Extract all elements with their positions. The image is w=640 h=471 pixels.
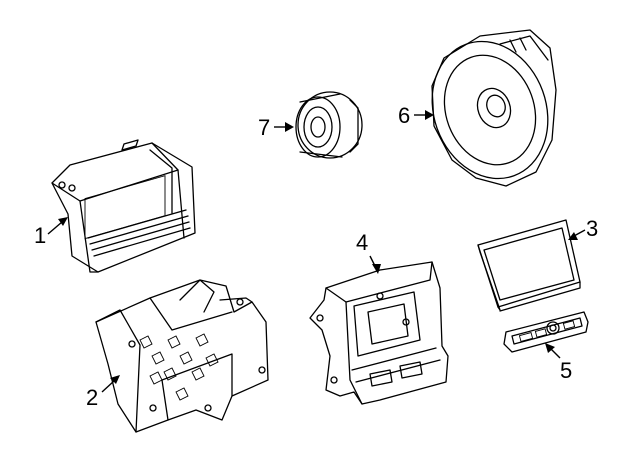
part-3-display-screen bbox=[477, 219, 581, 312]
callout-label-7: 7 bbox=[258, 115, 270, 140]
part-6-speaker bbox=[431, 29, 557, 187]
callout-label-5: 5 bbox=[560, 358, 572, 383]
part-7-tweeter bbox=[295, 91, 363, 159]
callout-label-3: 3 bbox=[586, 216, 598, 241]
callout-4: 4 bbox=[356, 230, 381, 274]
part-4-mounting-bracket bbox=[309, 261, 449, 405]
callout-6: 6 bbox=[398, 103, 434, 128]
part-2-bracket bbox=[95, 279, 269, 433]
callout-label-2: 2 bbox=[86, 385, 98, 410]
callout-5: 5 bbox=[545, 343, 572, 383]
callout-label-4: 4 bbox=[356, 230, 368, 255]
callout-3: 3 bbox=[568, 216, 598, 241]
callout-1: 1 bbox=[34, 217, 68, 248]
part-1-receiver-module bbox=[51, 139, 196, 273]
callout-7: 7 bbox=[258, 115, 294, 140]
callout-2: 2 bbox=[86, 375, 120, 410]
part-5-control-switch bbox=[503, 311, 589, 353]
callout-label-1: 1 bbox=[34, 223, 46, 248]
callout-label-6: 6 bbox=[398, 103, 410, 128]
